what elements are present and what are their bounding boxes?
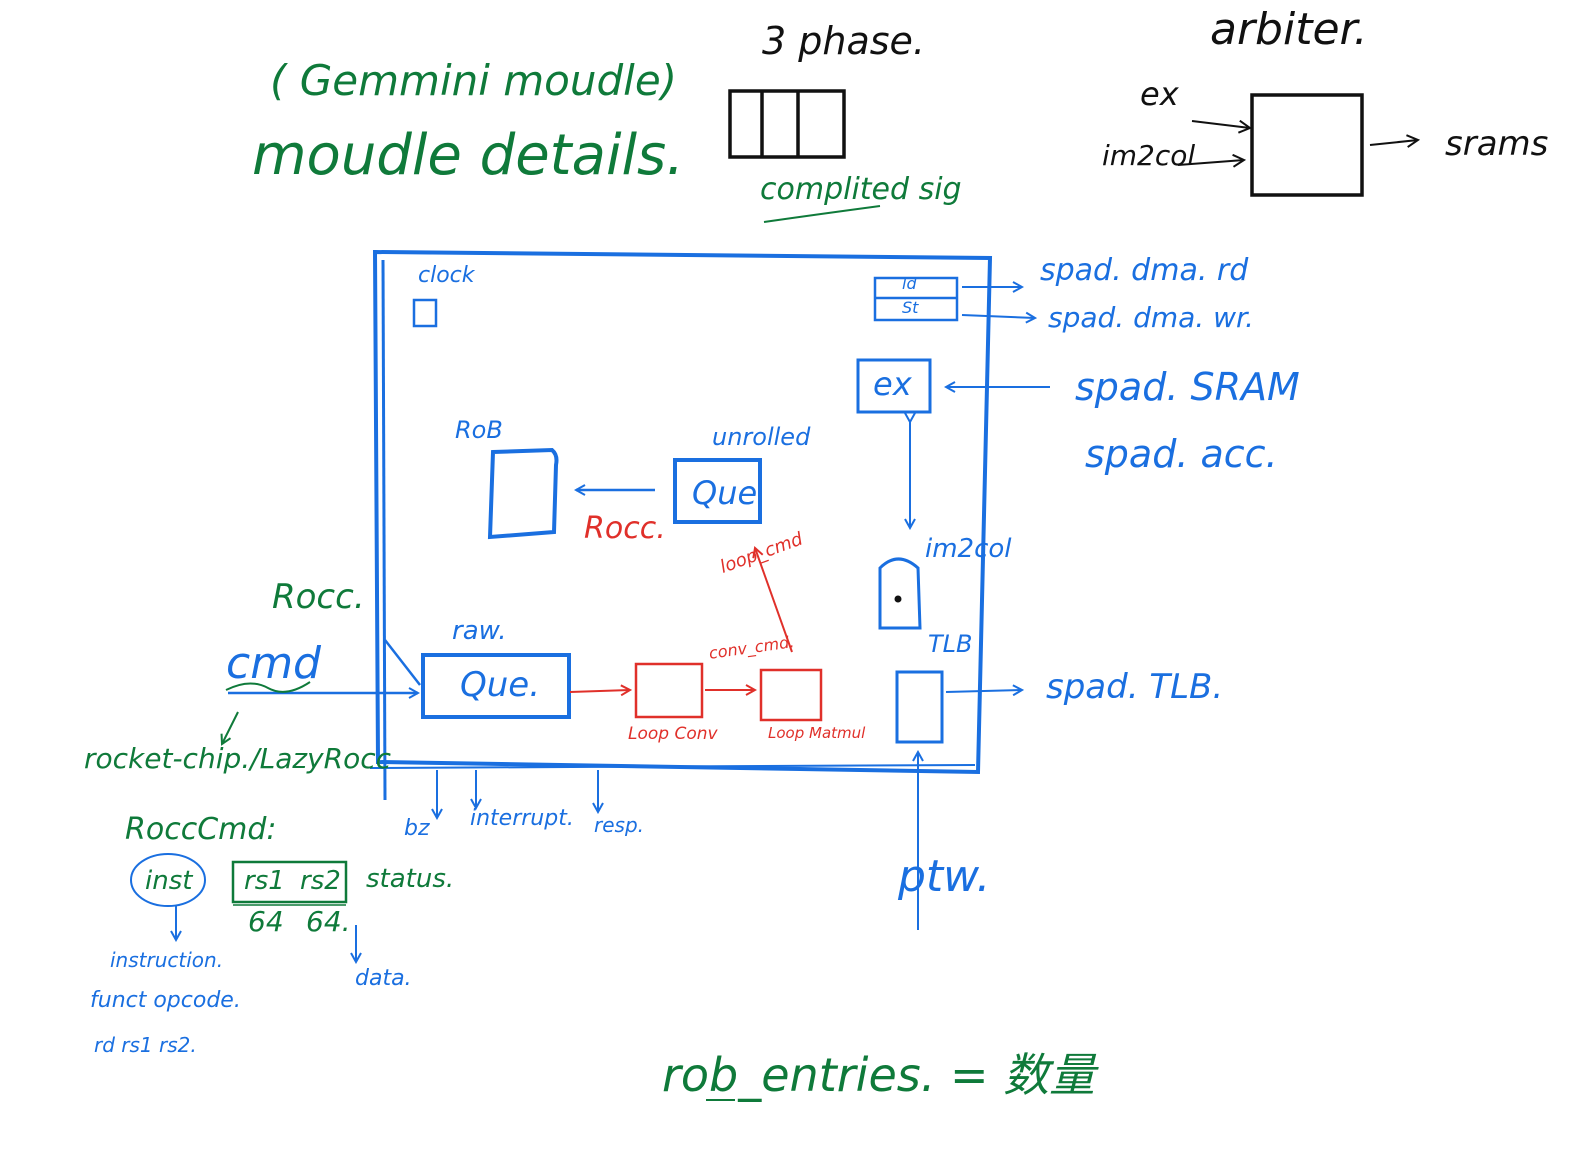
rob-label: RoB xyxy=(455,416,503,444)
arbiter-ex-label: ex xyxy=(1140,75,1179,113)
unrolled-label: unrolled xyxy=(712,423,811,451)
title-moudle-details: moudle details. xyxy=(252,123,685,188)
rs2-width-label: 64. xyxy=(306,905,351,938)
rob-box xyxy=(487,447,559,540)
three-phase-label: 3 phase. xyxy=(762,19,926,63)
loop-matmul-label: Loop Matmul xyxy=(768,724,866,742)
status-label: status. xyxy=(366,864,455,894)
unrolled-queue-label: Que xyxy=(692,474,758,512)
clock-wire xyxy=(381,259,387,801)
im2col-dot xyxy=(894,595,902,603)
queue-to-loopconv-arrow xyxy=(569,690,630,692)
rocc-red-label: Rocc. xyxy=(584,511,666,546)
tlb-box xyxy=(895,670,944,744)
rob-entries-label: rob_entries. = 数量 xyxy=(662,1048,1096,1102)
rs-fields-box xyxy=(231,860,348,904)
spad-dma-wr-label: spad. dma. wr. xyxy=(1048,301,1254,334)
ld-st-unit xyxy=(873,276,959,322)
loop-cmd-arrow xyxy=(755,548,793,653)
tlb-label: TLB xyxy=(928,630,973,658)
arbiter-im2col-label: im2col xyxy=(1102,139,1196,172)
loop-conv-label: Loop Conv xyxy=(628,724,718,744)
arbiter-ex-arrow xyxy=(1191,121,1250,128)
arbiter-label: arbiter. xyxy=(1210,4,1368,55)
rs1-label: rs1 xyxy=(244,866,285,896)
arbiter-box xyxy=(1250,93,1364,197)
im2col-box xyxy=(878,557,922,630)
im2col-label: im2col xyxy=(925,534,1012,564)
loop-conv-box xyxy=(634,662,704,719)
bz-label: bz xyxy=(404,816,430,841)
st-out-arrow xyxy=(961,315,1035,318)
complited-underline xyxy=(763,205,881,223)
ex-label: ex xyxy=(873,365,912,403)
unrolled-queue-box xyxy=(673,458,762,524)
clock-box xyxy=(412,298,438,328)
spad-acc-label: spad. acc. xyxy=(1085,432,1278,476)
funct-opcode-label: funct opcode. xyxy=(90,988,241,1013)
raw-label: raw. xyxy=(452,616,507,646)
raw-queue-label: Que. xyxy=(460,665,541,705)
arbiter-im2col-arrow xyxy=(1177,160,1244,165)
rocc-input-label: Rocc. xyxy=(272,577,365,617)
raw-queue-box xyxy=(421,653,571,719)
cmd-underline xyxy=(225,681,311,693)
st-label: St xyxy=(902,298,919,317)
rs1-width-label: 64 xyxy=(248,905,284,938)
data-label: data. xyxy=(355,966,412,991)
rs2-label: rs2 xyxy=(300,866,341,896)
cmd-label: cmd xyxy=(226,638,321,689)
clock-to-queue xyxy=(384,639,421,686)
complited-sig-label: complited sig xyxy=(760,172,962,207)
arbiter-out-arrow xyxy=(1369,140,1418,145)
spad-sram-label: spad. SRAM xyxy=(1075,365,1300,409)
inst-label: inst xyxy=(145,866,193,896)
spad-tlb-label: spad. TLB. xyxy=(1046,667,1224,707)
module-boundary xyxy=(372,249,993,775)
rocket-chip-label: rocket-chip./LazyRocc xyxy=(84,742,391,775)
title-gemmini-moudle: ( Gemmini moudle) xyxy=(270,56,678,105)
cmd-to-rocket-arrow xyxy=(222,711,239,744)
rocccmd-label: RoccCmd: xyxy=(125,812,277,847)
loop-matmul-box xyxy=(759,668,823,722)
resp-label: resp. xyxy=(594,813,644,837)
ptw-label: ptw. xyxy=(898,851,991,902)
ex-box xyxy=(856,358,932,414)
ld-label: ld xyxy=(902,274,917,293)
inst-circle xyxy=(130,853,206,907)
tlb-out-arrow xyxy=(945,690,1022,692)
interrupt-label: interrupt. xyxy=(470,806,574,831)
three-phase-register xyxy=(728,89,846,159)
instruction-label: instruction. xyxy=(110,948,224,972)
arbiter-srams-label: srams xyxy=(1445,124,1549,164)
spad-dma-rd-label: spad. dma. rd xyxy=(1040,253,1249,288)
module-bottom-edge xyxy=(369,764,976,769)
clock-label: clock xyxy=(418,263,475,288)
regs-label: rd rs1 rs2. xyxy=(94,1033,197,1057)
